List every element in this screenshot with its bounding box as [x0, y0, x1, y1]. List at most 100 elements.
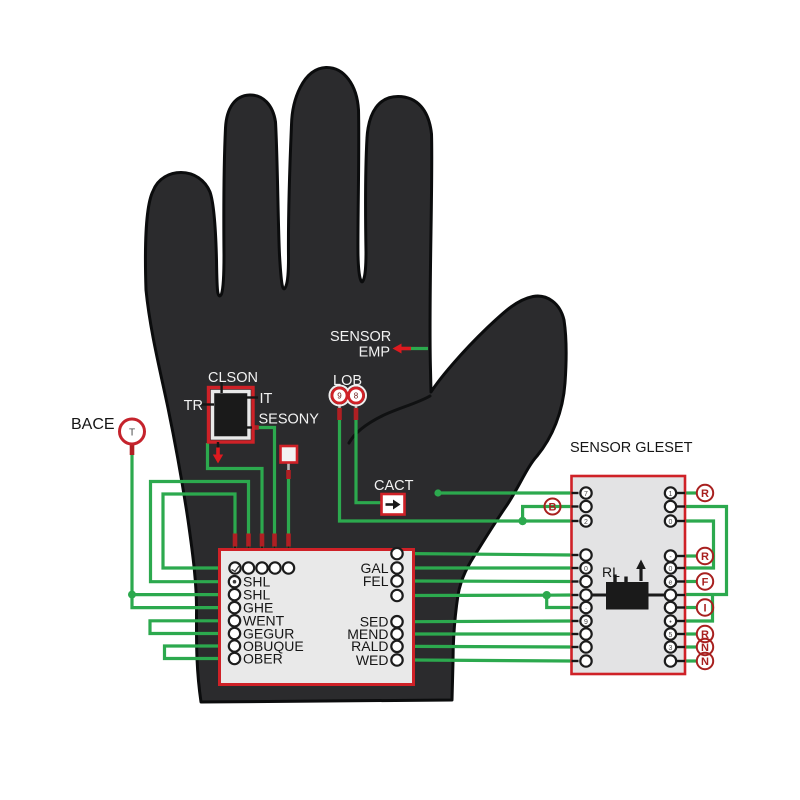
gleset-pin-glyph: 9 [584, 619, 588, 626]
gleset-right-pin [663, 614, 678, 628]
gleset-right-pin [663, 499, 678, 514]
pad-square [279, 444, 299, 464]
terminal-letter: R [701, 488, 709, 500]
gleset-pin-glyph: 3 [669, 645, 673, 652]
wrist-left-pin [227, 613, 242, 628]
terminal-letter: N [701, 642, 709, 654]
terminal-f: F [695, 572, 715, 591]
terminal-i: I [695, 598, 715, 617]
pin-tick [231, 565, 240, 573]
wrist-pin-label: SED [360, 614, 389, 630]
terminal-letter: N [701, 656, 709, 668]
relay-component: RL [592, 559, 665, 610]
sensor-emp-callout: SENSOR EMP [330, 329, 411, 361]
gleset-right-pin [663, 574, 678, 589]
wrist-right-pin [390, 627, 404, 641]
wrist-pin-label: RALD [351, 638, 388, 654]
wrist-right-pin [390, 588, 404, 603]
wrist-left-pin [227, 651, 242, 666]
gleset-pin-glyph: 0 [584, 566, 588, 573]
gleset-left-pin [579, 574, 593, 589]
chip-bottom-label: SESONY [259, 412, 320, 428]
wrist-left-pin [227, 587, 242, 602]
gleset-left-pin [579, 600, 593, 615]
cact-label: CACT [374, 478, 414, 494]
gleset-left-pin [579, 548, 593, 562]
gleset-pin-glyph: 2 [584, 519, 588, 526]
chip-down-arrow-icon [212, 447, 224, 464]
gleset-left-pin [579, 499, 593, 514]
wrist-top-pin [255, 561, 269, 575]
wire-end-dot [434, 489, 442, 497]
wrist-right-pin [390, 614, 404, 629]
wrist-pin-label: WED [356, 652, 389, 668]
lob-circle [330, 386, 349, 405]
wrist-top-pin [281, 561, 296, 575]
gleset-pin-glyph: - [669, 554, 672, 561]
left-arrow-icon [392, 343, 411, 354]
up-arrow-icon [636, 559, 646, 581]
wrist-pin-label: WENT [243, 613, 285, 629]
gleset-left-pin [579, 486, 593, 500]
terminal-b: B [543, 497, 562, 516]
bace-glyph: T [129, 428, 135, 439]
gleset-right-pin [663, 588, 678, 602]
gleset-left-pin [579, 514, 593, 528]
junction-dot [542, 591, 551, 600]
terminal-r4: R [695, 546, 715, 566]
wrist-top-pin [228, 561, 242, 575]
wrist-left-pin [227, 600, 242, 615]
gleset-box: SENSOR GLESET [570, 440, 693, 676]
gleset-left-pin [579, 588, 593, 602]
chip-right-label: IT [260, 391, 273, 407]
gleset-right-pin [663, 627, 678, 641]
gleset-pin-glyph: 1 [669, 491, 673, 498]
wrist-right-pin [390, 561, 404, 575]
chip-outer-frame [206, 385, 255, 444]
gleset-pin-glyph: 0 [669, 519, 673, 526]
wrist-pin-label: GHE [243, 600, 273, 616]
terminal-r10: R [695, 624, 715, 644]
terminal-n11: N [695, 637, 715, 657]
wrist-pin-label: OBUQUE [243, 638, 304, 654]
relay-body [606, 582, 649, 610]
sensor-emp-label-line1: SENSOR [330, 329, 391, 345]
terminal-letter: R [701, 551, 709, 563]
wrist-right-pin [390, 574, 404, 588]
lob-circle [347, 386, 365, 405]
sensor-emp-label-line2: EMP [359, 345, 390, 361]
right-arrow-icon [385, 499, 401, 510]
terminal-letter: F [702, 577, 709, 589]
chip-inner-frame [210, 389, 251, 440]
wrist-top-pin [241, 561, 256, 575]
gleset-right-pin [663, 561, 678, 575]
wrist-box-outline [218, 548, 415, 686]
lob-terminals: LOB 9 8 [328, 373, 367, 407]
terminal-letter: I [703, 603, 706, 615]
chip-sensor: CLSON TR IT SESONY [184, 370, 320, 464]
bace-terminal: BACE T [71, 416, 146, 446]
wrist-pin-label: MEND [347, 626, 388, 642]
chip-name-label: CLSON [208, 370, 258, 386]
terminal-letter: R [701, 629, 709, 641]
chip-left-label: TR [184, 398, 203, 414]
wrist-right-pin [390, 546, 404, 561]
relay-label: RL [602, 564, 620, 580]
wrist-right-pin [390, 653, 404, 667]
wrist-left-pin [227, 639, 242, 653]
gleset-left-pin [579, 614, 593, 628]
bace-circle [118, 417, 146, 446]
lob-glyph: 9 [337, 392, 342, 401]
wrist-pin-label: FEL [363, 573, 389, 589]
gleset-left-pin [579, 654, 593, 668]
wrist-pin-label: OBER [243, 651, 283, 667]
chip-body [214, 393, 247, 436]
wrist-pin-label: SHL [243, 587, 270, 603]
wrist-connector-box: SHL SHL GHE WENT GEGUR OBUQUE OBER GAL F… [218, 546, 415, 686]
terminal-letters: B R R F I R N N [543, 483, 715, 671]
gleset-right-pin [663, 514, 678, 528]
gleset-pin-glyph: · [585, 605, 587, 612]
junction-dot [518, 516, 527, 526]
